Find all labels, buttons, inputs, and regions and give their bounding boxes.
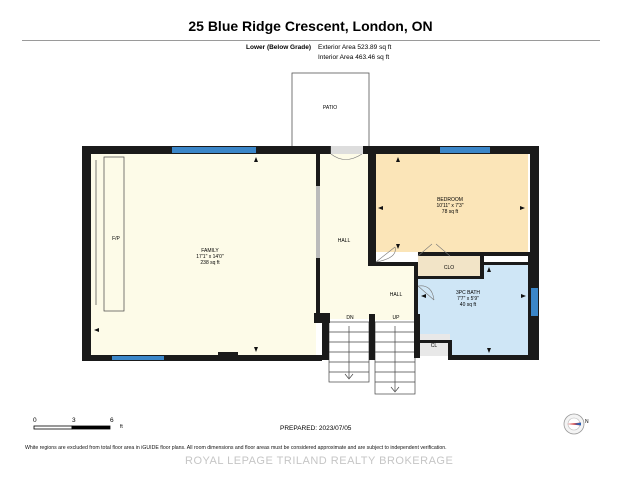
compass-icon	[563, 413, 585, 435]
patio-outline	[291, 72, 370, 150]
family-room-fill	[90, 154, 316, 357]
exterior-area: Exterior Area 523.89 sq ft	[318, 44, 392, 51]
level-label: Lower (Below Grade)	[246, 44, 312, 51]
prepared-date: PREPARED: 2023/07/05	[280, 425, 352, 432]
stairs-up-label: UP	[392, 315, 400, 321]
scale-tick-0: 0	[33, 417, 37, 424]
family-room-area: 238 sq ft	[200, 260, 220, 266]
fireplace-label: F/P	[112, 236, 120, 242]
patio-label: PATIO	[322, 105, 338, 111]
brokerage-watermark: ROYAL LEPAGE TRILAND REALTY BROKERAGE	[185, 455, 454, 467]
family-room-dims: 17'1" x 14'0"	[196, 254, 224, 260]
bath-dims: 7'7" x 5'9"	[457, 296, 479, 302]
scale-tick-3: 3	[72, 417, 76, 424]
bedroom-fill	[374, 154, 528, 252]
family-room-name: FAMILY	[201, 248, 219, 254]
closet-label: CLO	[443, 265, 455, 271]
bath-area: 40 sq ft	[459, 302, 477, 308]
compass-north-label: N	[585, 419, 589, 425]
bedroom-label: BEDROOM 10'11" x 7'3" 78 sq ft	[412, 197, 488, 215]
stairs-up	[374, 321, 416, 395]
stairs-down	[328, 321, 370, 383]
linen-closet-fill	[418, 334, 450, 356]
dimension-markers	[94, 157, 526, 353]
disclaimer-text: White regions are excluded from total fl…	[25, 445, 447, 451]
scale-unit: ft	[120, 424, 123, 430]
interior-opening	[316, 186, 320, 258]
hall-lower-fill	[374, 262, 418, 320]
bath-name: 3PC BATH	[455, 290, 481, 296]
patio-door	[331, 146, 363, 154]
windows	[112, 147, 538, 360]
bedroom-name: BEDROOM	[437, 197, 463, 203]
bedroom-area: 78 sq ft	[441, 209, 459, 215]
scale-tick-6: 6	[110, 417, 114, 424]
bath-fill	[418, 264, 530, 356]
fireplace	[95, 156, 125, 312]
stairs-down-label: DN	[346, 315, 354, 321]
bath-label: 3PC BATH 7'7" x 5'9" 40 sq ft	[438, 290, 498, 308]
closet-fill	[418, 252, 480, 278]
linen-closet-label: CL	[430, 343, 438, 349]
hall-lower-label: HALL	[389, 292, 403, 298]
scale-bar	[33, 425, 111, 430]
bedroom-dims: 10'11" x 7'3"	[436, 203, 464, 209]
hall-upper-label: HALL	[337, 238, 351, 244]
page-title: 25 Blue Ridge Crescent, London, ON	[188, 18, 433, 34]
title-divider	[22, 40, 600, 41]
interior-area: Interior Area 463.46 sq ft	[318, 54, 390, 61]
hall-upper-fill	[316, 154, 374, 319]
family-room-label: FAMILY 17'1" x 14'0" 238 sq ft	[170, 248, 250, 266]
